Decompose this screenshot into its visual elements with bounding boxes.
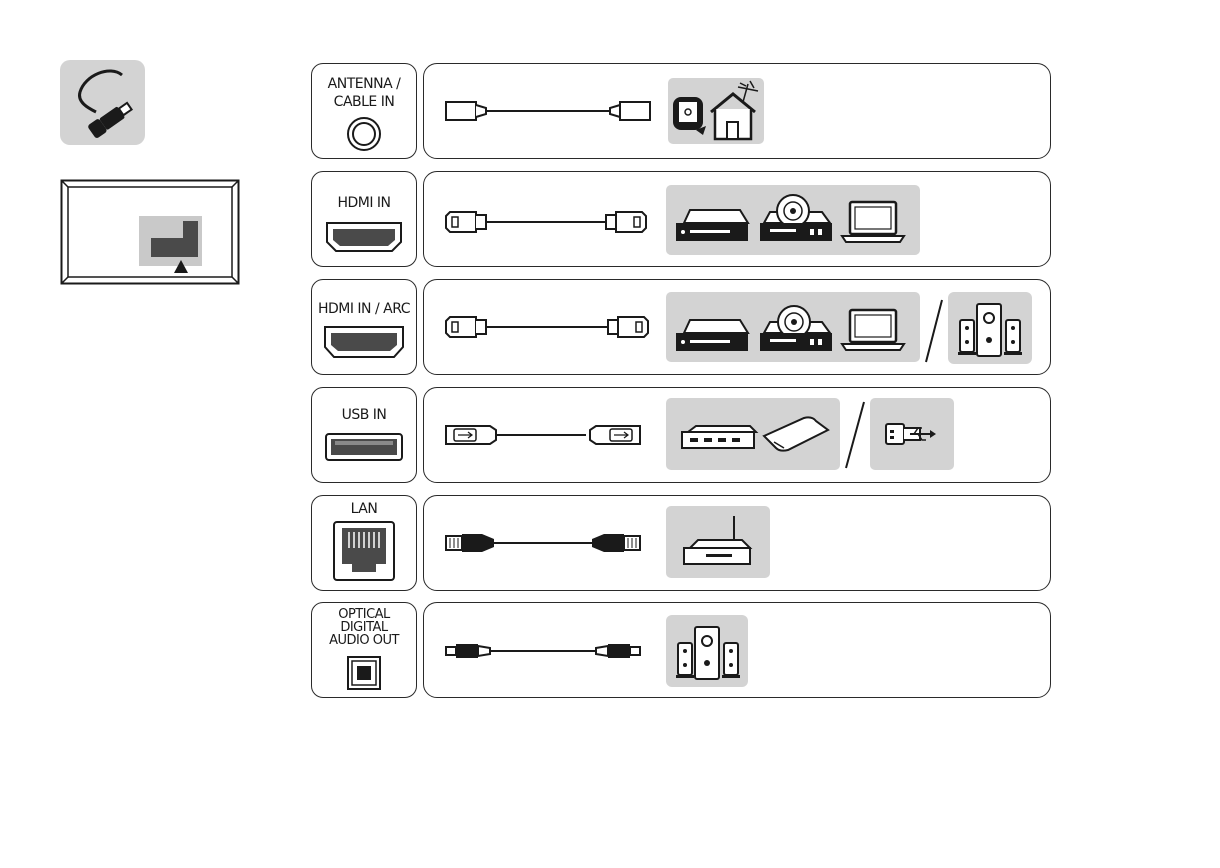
usb-connection-row <box>423 387 1051 483</box>
hdmi-port-icon <box>324 220 404 254</box>
separator-slash-2 <box>846 402 864 468</box>
optical-connection-row <box>423 602 1051 698</box>
antenna-port-box: ANTENNA / CABLE IN <box>311 63 417 159</box>
optical-port-icon <box>346 655 382 691</box>
usb-port-icon <box>324 432 404 462</box>
lan-port-icon <box>332 520 396 582</box>
hdmi-port-label: HDMI IN <box>312 196 416 211</box>
antenna-port-label-2: CABLE IN <box>312 95 416 110</box>
usb-cable-icon <box>446 426 640 444</box>
laptop-icon <box>842 202 904 242</box>
hdmi-arc-connection-row <box>423 279 1051 375</box>
cable-icon-tile <box>60 60 145 145</box>
laptop-icon-2 <box>842 310 904 350</box>
usb-port-box: USB IN <box>311 387 417 483</box>
separator-slash <box>926 300 942 362</box>
antenna-port-label: ANTENNA / <box>312 77 416 92</box>
tv-back-icon <box>60 179 240 285</box>
lan-port-label: LAN <box>312 502 416 517</box>
blu-ray-player-icon <box>676 210 748 241</box>
antenna-connection-row <box>423 63 1051 159</box>
coax-port-icon <box>346 116 382 152</box>
lan-cable-icon <box>446 534 640 552</box>
usb-port-label: USB IN <box>312 408 416 423</box>
lan-connection-row <box>423 495 1051 591</box>
hdmi-cable-icon <box>446 212 646 232</box>
hdmi-connection-row <box>423 171 1051 267</box>
optical-port-box: OPTICAL DIGITAL AUDIO OUT <box>311 602 417 698</box>
hdmi-arc-cable-icon <box>446 317 648 337</box>
optical-port-label-3: AUDIO OUT <box>312 634 416 647</box>
hdmi-arc-port-label: HDMI IN / ARC <box>312 302 416 317</box>
coax-cable-icon <box>446 102 650 120</box>
cable-icon <box>60 60 145 145</box>
blu-ray-player-icon-2 <box>676 320 748 351</box>
network-storage-icon <box>682 426 756 448</box>
hdmi-port-box: HDMI IN <box>311 171 417 267</box>
optical-cable-icon <box>446 644 640 658</box>
hdmi-arc-port-box: HDMI IN / ARC <box>311 279 417 375</box>
lan-port-box: LAN <box>311 495 417 591</box>
hdmi-arc-port-icon <box>322 324 406 360</box>
